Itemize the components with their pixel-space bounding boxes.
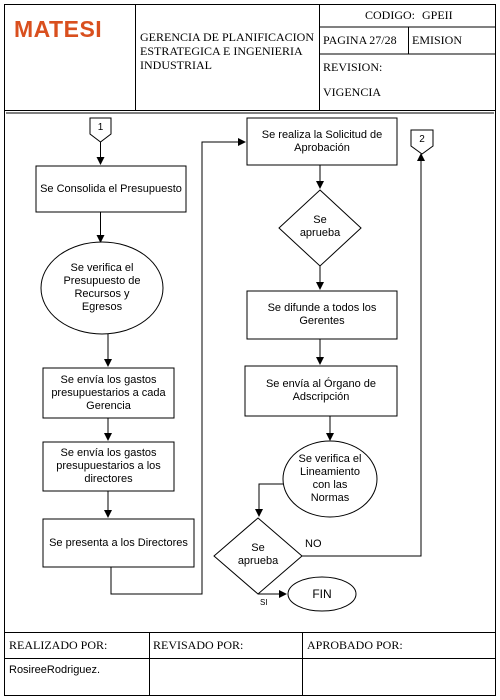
department-line-3: INDUSTRIAL (140, 58, 212, 72)
consolida-text: Se Consolida el Presupuesto (40, 182, 182, 195)
aprueba-1-text: Se aprueba (299, 214, 341, 239)
pagina-value: 27/28 (369, 33, 397, 47)
verifica-presupuesto-ellipse (40, 241, 164, 335)
revision-label: REVISION: (323, 60, 383, 74)
envia-gerencia-text: Se envía los gastos presupuestarios a ca… (51, 373, 166, 412)
consolida-box (35, 165, 187, 213)
aprueba-2-text: Se aprueba (237, 542, 279, 567)
difunde-gerentes-text: Se difunde a todos los Gerentes (267, 302, 377, 327)
solicitud-aprobacion-box (246, 117, 398, 166)
aprobado-label: APROBADO POR: (307, 638, 403, 652)
si-label: SI (260, 598, 268, 607)
envia-directores-text: Se envía los gastos presupuestarios a lo… (56, 447, 161, 485)
verifica-presupuesto-text: Se verifica el Presupuesto de Recursos y… (63, 262, 141, 313)
connector-2-shape (410, 129, 434, 155)
pagina-label: PAGINA (323, 33, 368, 47)
presenta-directores-text: Se presenta a los Directores (49, 536, 188, 549)
realizado-value: RosireeRodriguez. (9, 664, 101, 676)
department-name: GERENCIA DE PLANIFICACION ESTRATEGICA E … (140, 30, 316, 72)
codigo-label: CODIGO: (365, 8, 415, 22)
company-logo: MATESI (14, 16, 103, 42)
verifica-lineamiento-text: Se verifica el Lineamiento con las Norma… (298, 453, 362, 504)
envia-organo-text: Se envía al Órgano de Adscripción (265, 378, 377, 403)
difunde-gerentes-box (246, 290, 398, 340)
codigo-field: CODIGO: GPEII (365, 8, 453, 22)
vigencia-label: VIGENCIA (323, 85, 381, 99)
codigo-value: GPEII (422, 8, 453, 22)
solicitud-aprobacion-text: Se realiza la Solicitud de Aprobación (261, 128, 383, 154)
department-line-1: GERENCIA DE PLANIFICACION (140, 30, 314, 44)
presenta-directores-box (42, 518, 195, 568)
verifica-lineamiento-ellipse (282, 440, 378, 518)
no-label: NO (305, 538, 322, 550)
fin-text: FIN (312, 586, 332, 601)
envia-organo-box (244, 365, 398, 417)
connector-1-shape (89, 117, 112, 143)
connector-1-label: 1 (97, 121, 104, 133)
emision-label: EMISION (412, 33, 462, 47)
fin-ellipse (287, 576, 357, 612)
department-line-2: ESTRATEGICA E INGENIERIA (140, 44, 303, 58)
realizado-label: REALIZADO POR: (9, 638, 108, 652)
envia-gerencia-box (42, 367, 175, 419)
connector-2-label: 2 (419, 133, 425, 145)
revisado-label: REVISADO POR: (153, 638, 244, 652)
